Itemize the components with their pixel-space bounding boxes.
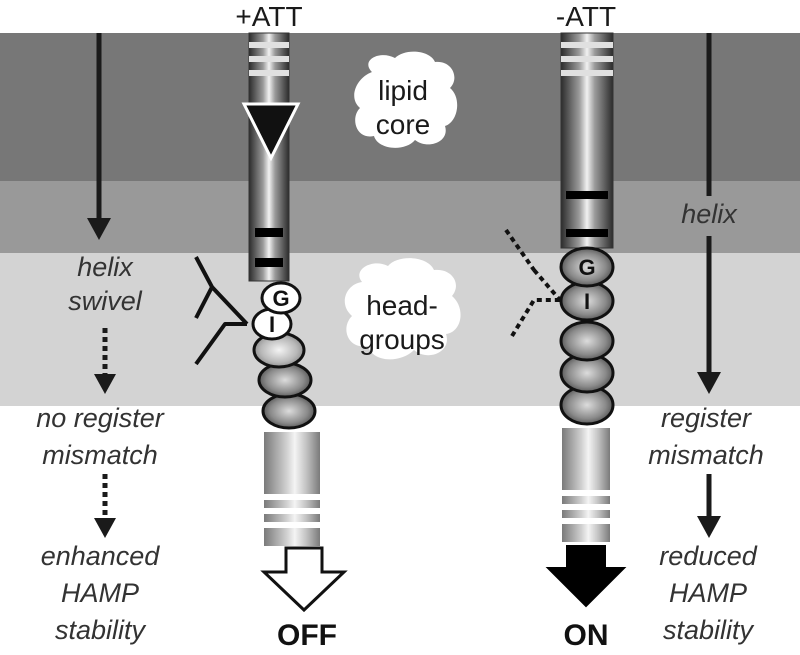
- plus-att-residue-i: I: [269, 312, 275, 337]
- right-helix-label: helix: [681, 199, 738, 229]
- plus-att-label: +ATT: [235, 1, 302, 32]
- plus-att-bead-4: [257, 361, 313, 399]
- lipid-lower-band: [0, 181, 800, 253]
- minus-att-lipid-fork: [504, 228, 562, 338]
- minus-att-band-1: [566, 191, 608, 199]
- minus-att-helix: G I: [504, 32, 627, 608]
- left-swivel-line2: swivel: [68, 286, 143, 316]
- left-register-line2: mismatch: [42, 440, 158, 470]
- minus-att-residue-g: G: [578, 255, 595, 280]
- minus-att-label: -ATT: [556, 1, 616, 32]
- left-stability-line1: enhanced: [41, 541, 161, 571]
- minus-att-hamp-cylinder: [562, 428, 610, 542]
- plus-att-bead-5: [261, 392, 317, 430]
- plus-att-off-arrow: [260, 546, 348, 613]
- headgroups-cloud: head- groups: [344, 258, 461, 360]
- left-swivel-line1: helix: [77, 252, 134, 282]
- minus-att-bead-g: [559, 246, 615, 288]
- left-stability-line3: stability: [55, 615, 147, 645]
- left-solid-arrow-head: [87, 218, 111, 240]
- plus-att-residue-g: G: [272, 286, 289, 311]
- right-flow: helix register mismatch reduced HAMP sta…: [648, 33, 764, 645]
- plus-att-lipid-fork: [194, 256, 249, 366]
- headgroups-text-line2: groups: [359, 324, 445, 355]
- headgroups-text-line1: head-: [366, 290, 438, 321]
- plus-att-triangle-marker: [241, 102, 301, 162]
- off-output-label: OFF: [277, 619, 337, 650]
- left-register-line1: no register: [36, 403, 165, 433]
- right-stability-line3: stability: [663, 615, 755, 645]
- on-output-label: ON: [564, 619, 609, 650]
- right-solid-arrow-2-head: [697, 516, 721, 538]
- plus-att-band-2: [255, 258, 283, 267]
- right-register-line2: mismatch: [648, 440, 764, 470]
- left-stability-line2: HAMP: [61, 578, 139, 608]
- plus-att-band-1: [255, 228, 283, 237]
- lipid-core-cloud: lipid core: [354, 51, 458, 148]
- lipid-core-text-line2: core: [376, 109, 430, 140]
- minus-att-band-2: [566, 229, 608, 237]
- lipid-core-text-line1: lipid: [378, 75, 428, 106]
- minus-att-residue-i: I: [584, 289, 590, 314]
- left-dotted-arrow-2-head: [94, 518, 116, 538]
- plus-att-bead-g: [260, 281, 302, 315]
- right-stability-line2: HAMP: [669, 578, 747, 608]
- plus-att-helix: G I: [194, 32, 348, 613]
- minus-att-tm-cylinder: [560, 32, 614, 249]
- left-dotted-arrow-1-head: [94, 374, 116, 394]
- right-stability-line1: reduced: [659, 541, 758, 571]
- left-flow: helix swivel no register mismatch enhanc…: [36, 33, 165, 645]
- minus-att-bead-4: [559, 320, 615, 362]
- right-register-line1: register: [661, 403, 752, 433]
- plus-att-hamp-cylinder: [264, 432, 320, 546]
- minus-att-on-arrow: [545, 545, 627, 608]
- right-solid-arrow-head: [697, 372, 721, 394]
